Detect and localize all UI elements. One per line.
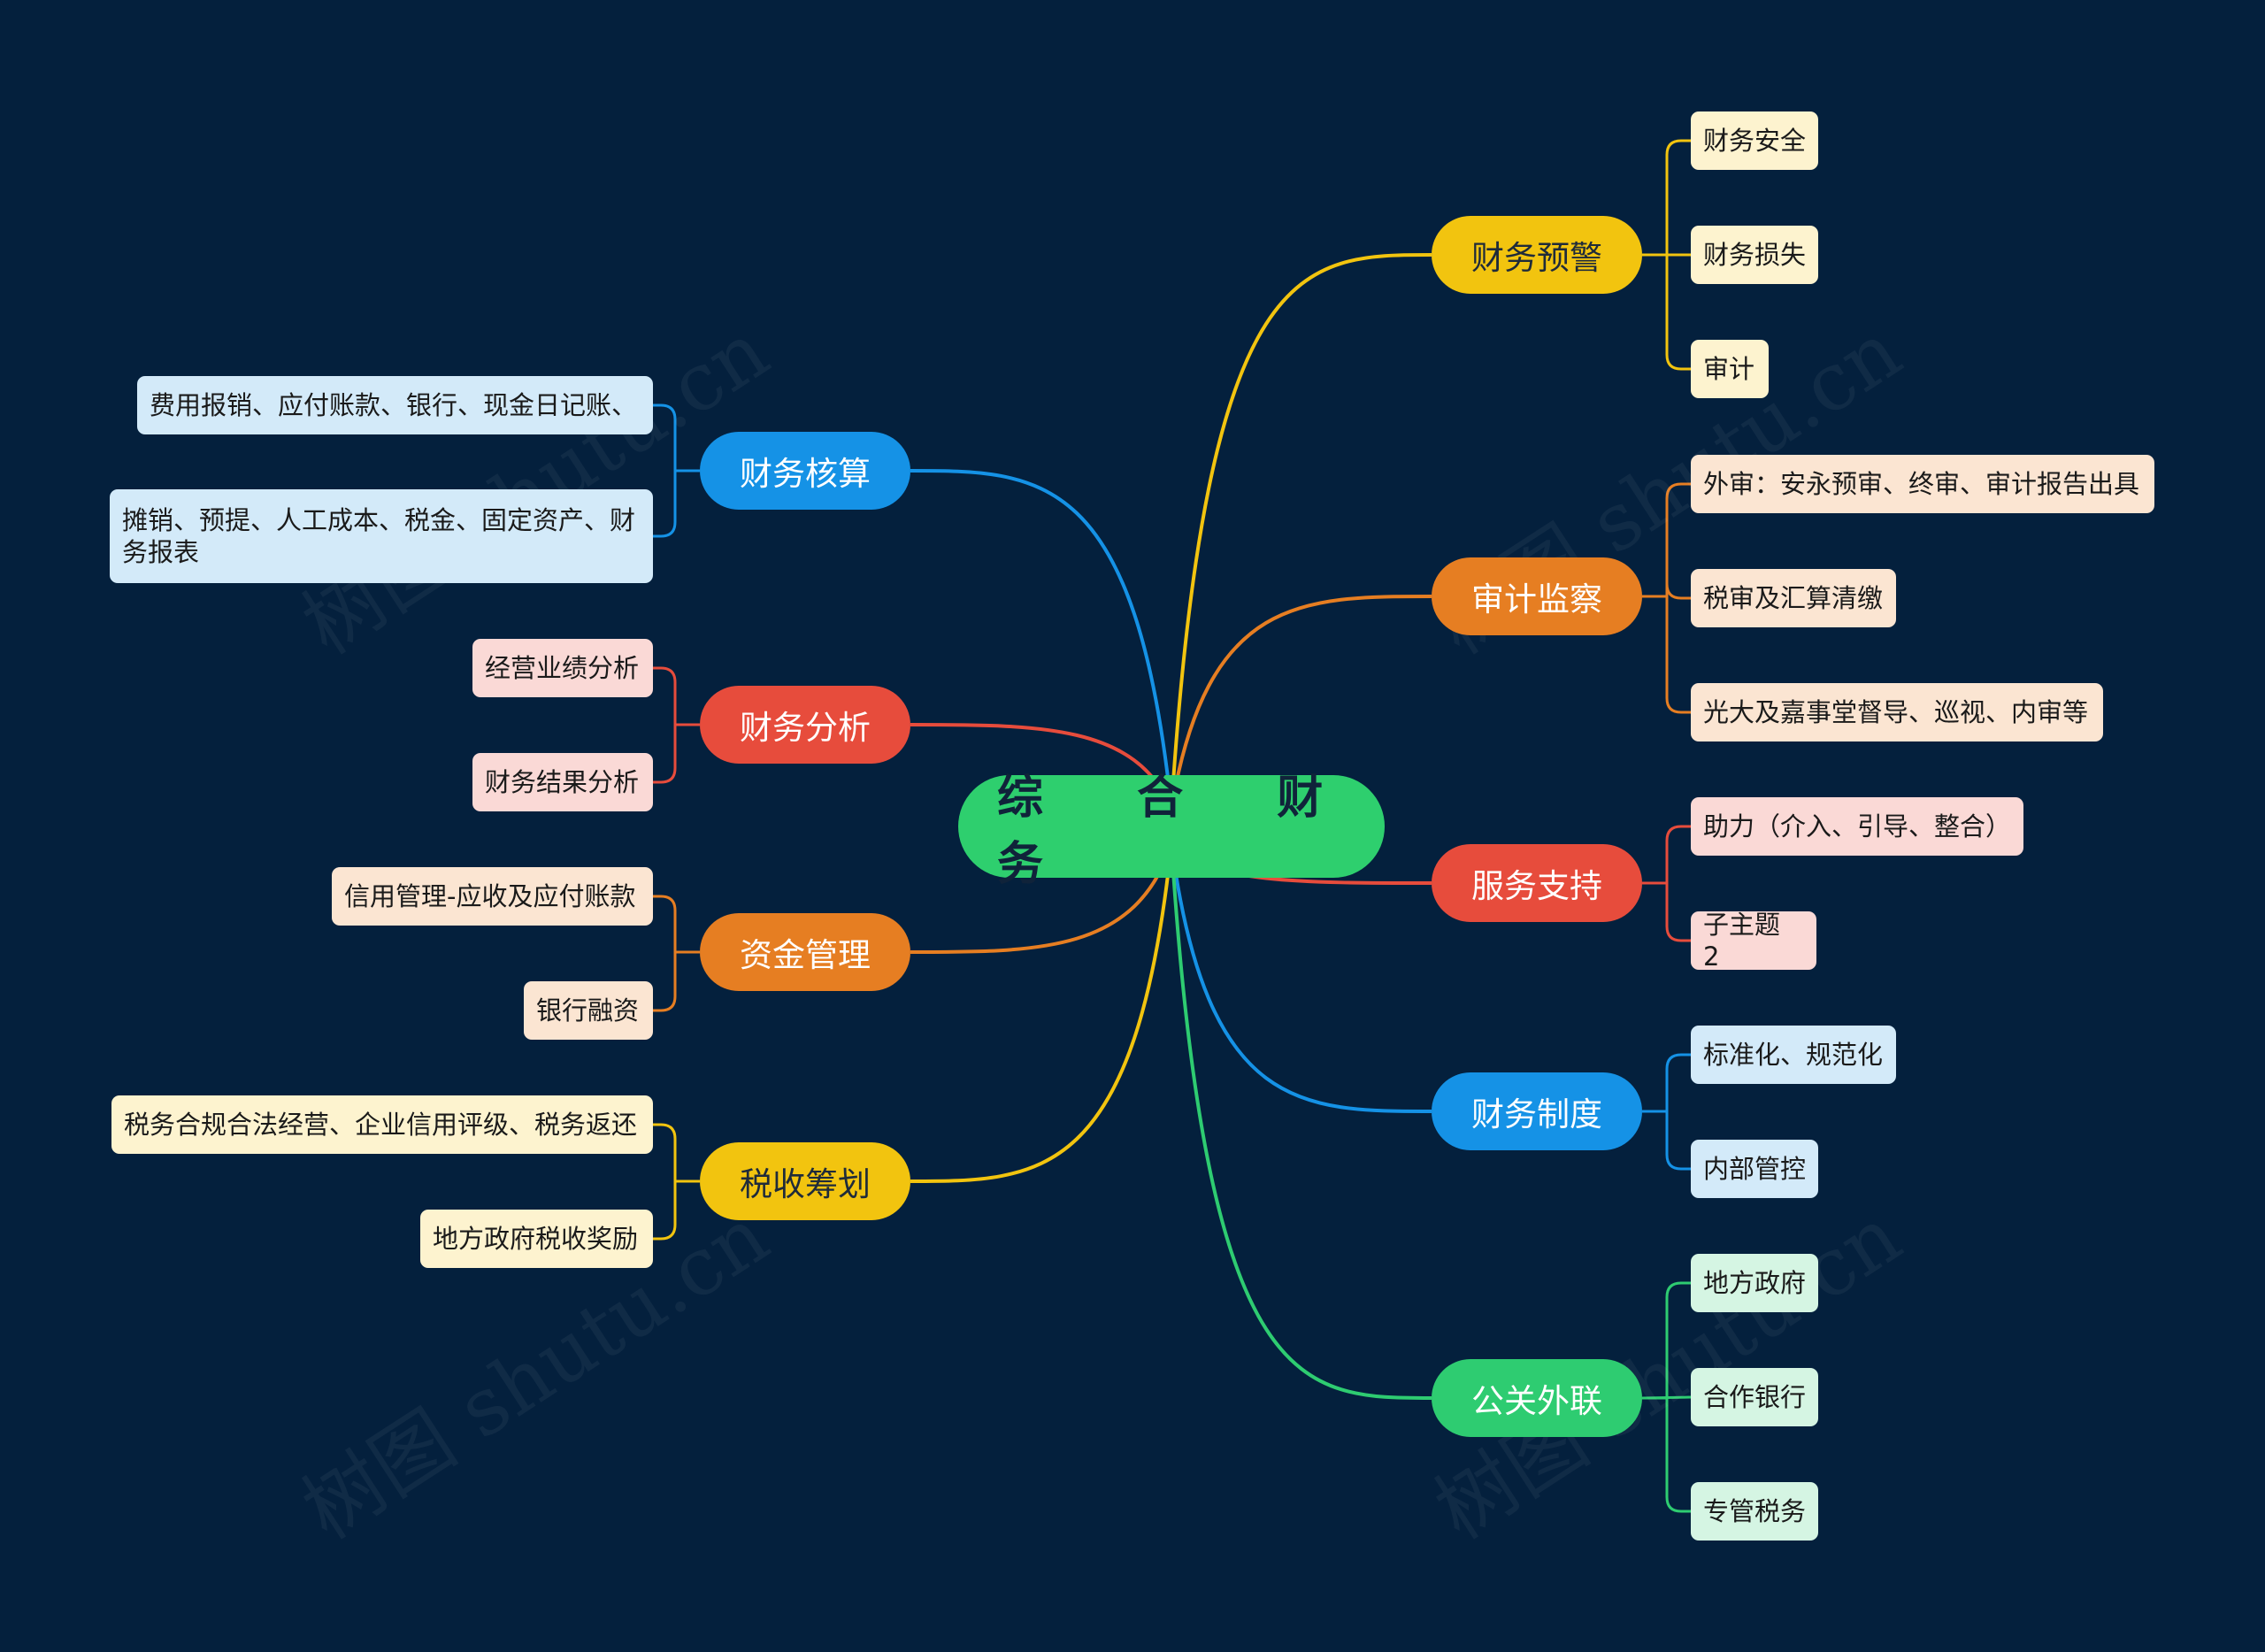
branch-leaf-link: [1642, 595, 1691, 714]
branch-leaf-link: [653, 403, 700, 473]
branch-gongguan-wailian[interactable]: 公关外联: [1432, 1359, 1642, 1437]
branch-leaf-link: [1642, 1110, 1691, 1171]
leaf-topic[interactable]: 外审：安永预审、终审、审计报告出具: [1691, 455, 2154, 513]
branch-leaf-link: [1642, 1396, 1691, 1513]
leaf-topic[interactable]: 内部管控: [1691, 1140, 1818, 1198]
leaf-topic[interactable]: 合作银行: [1691, 1368, 1818, 1426]
leaf-topic[interactable]: 子主题 2: [1691, 910, 1816, 972]
branch-leaf-link: [653, 950, 700, 1012]
center-branch-link: [1170, 843, 1432, 1113]
branch-caiwu-zhidu[interactable]: 财务制度: [1432, 1072, 1642, 1150]
branch-leaf-link: [1642, 881, 1691, 942]
leaf-topic[interactable]: 光大及嘉事堂督导、巡视、内审等: [1691, 683, 2103, 741]
branch-leaf-link: [653, 895, 700, 954]
center-branch-link: [1170, 253, 1432, 810]
branch-zijin-guanli[interactable]: 资金管理: [700, 913, 910, 991]
branch-leaf-link: [1642, 583, 1691, 600]
leaf-topic[interactable]: 税审及汇算清缴: [1691, 569, 1896, 627]
branch-leaf-link: [1642, 139, 1691, 257]
leaf-topic[interactable]: 标准化、规范化: [1691, 1026, 1896, 1084]
central-topic[interactable]: 综 合 财 务: [958, 772, 1385, 891]
branch-caiwu-fenxi[interactable]: 财务分析: [700, 686, 910, 764]
leaf-topic[interactable]: 助力（介入、引导、整合）: [1691, 797, 2023, 856]
leaf-topic[interactable]: 地方政府: [1691, 1254, 1818, 1312]
leaf-topic[interactable]: 税务合规合法经营、企业信用评级、税务返还: [111, 1095, 653, 1154]
branch-leaf-link: [653, 723, 700, 784]
leaf-topic[interactable]: 专管税务: [1691, 1482, 1818, 1541]
branch-caiwu-yujing[interactable]: 财务预警: [1432, 216, 1642, 294]
center-branch-link: [1170, 595, 1432, 810]
branch-leaf-link: [1642, 1281, 1691, 1400]
branch-leaf-link: [653, 469, 700, 538]
leaf-topic[interactable]: 费用报销、应付账款、银行、现金日记账、: [137, 376, 653, 434]
branch-leaf-link: [653, 1123, 700, 1183]
leaf-topic[interactable]: 财务损失: [1691, 226, 1818, 284]
center-branch-link: [910, 843, 1173, 954]
leaf-topic[interactable]: 摊销、预提、人工成本、税金、固定资产、财务报表: [110, 489, 653, 583]
leaf-topic[interactable]: 经营业绩分析: [472, 639, 653, 697]
branch-leaf-link: [653, 666, 700, 726]
center-branch-link: [910, 469, 1173, 810]
leaf-topic[interactable]: 信用管理-应收及应付账款: [332, 867, 653, 926]
branch-fuwu-zhichi[interactable]: 服务支持: [1432, 844, 1642, 922]
branch-leaf-link: [1642, 825, 1691, 885]
center-branch-link: [1170, 843, 1432, 1400]
branch-leaf-link: [1642, 482, 1691, 598]
branch-caiwu-hesuan[interactable]: 财务核算: [700, 432, 910, 510]
leaf-topic[interactable]: 地方政府税收奖励: [420, 1210, 653, 1268]
leaf-topic[interactable]: 财务结果分析: [472, 753, 653, 811]
branch-leaf-link: [1642, 253, 1691, 371]
branch-leaf-link: [1642, 1053, 1691, 1113]
branch-shuishou-chouhua[interactable]: 税收筹划: [700, 1142, 910, 1220]
branch-leaf-link: [653, 1179, 700, 1241]
leaf-topic[interactable]: 审计: [1691, 340, 1769, 398]
leaf-topic[interactable]: 银行融资: [524, 981, 653, 1040]
leaf-topic[interactable]: 财务安全: [1691, 111, 1818, 170]
center-branch-link: [910, 843, 1173, 1183]
branch-shenji-jiancha[interactable]: 审计监察: [1432, 557, 1642, 635]
